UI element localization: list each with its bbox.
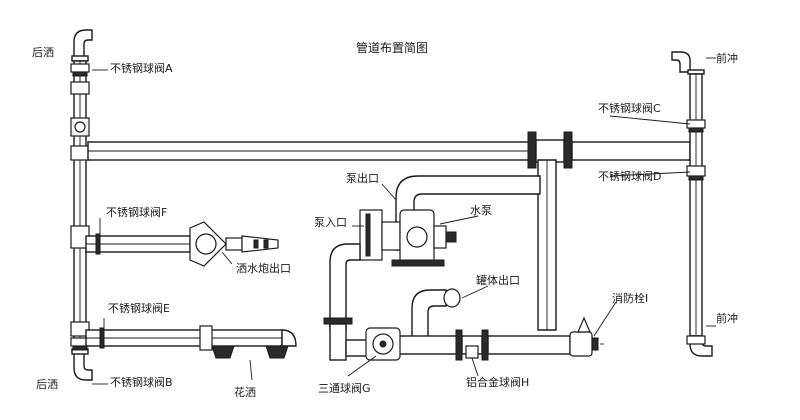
label-cannon-outlet: 洒水炮出口 xyxy=(236,261,291,275)
spray-branch-pipe xyxy=(85,325,297,351)
label-rear-top: 后洒 xyxy=(32,46,54,59)
label-rear-bottom: 后洒 xyxy=(36,378,58,391)
main-horizontal-pipe xyxy=(87,131,691,169)
valve-h-symbol xyxy=(465,345,479,359)
pump-inlet-pipe xyxy=(323,243,361,361)
flower-spray-nozzles xyxy=(211,345,289,359)
front-bottom-fitting xyxy=(686,335,706,345)
label-valve-f: 不锈钢球阀F xyxy=(106,205,167,219)
water-pump xyxy=(359,209,457,267)
left-riser-fittings xyxy=(70,81,90,337)
label-valve-e: 不锈钢球阀E xyxy=(108,301,170,315)
right-riser-pipe xyxy=(671,51,713,357)
label-flower-spray: 花洒 xyxy=(234,386,256,399)
label-pump: 水泵 xyxy=(470,204,492,217)
tank-outlet-pipe xyxy=(411,288,461,343)
drop-pipe xyxy=(537,159,557,331)
hydrant-i-symbol xyxy=(569,316,604,357)
label-valve-c: 不锈钢球阀C xyxy=(598,101,661,115)
label-valve-g: 三通球阀G xyxy=(318,381,371,395)
label-valve-d: 不锈钢球阀D xyxy=(598,169,661,183)
label-valve-h: 铝合金球阀H xyxy=(466,375,529,389)
valve-c-symbol xyxy=(686,119,706,133)
label-pump-inlet: 泵入口 xyxy=(314,216,347,229)
label-valve-a: 不锈钢球阀A xyxy=(110,61,173,75)
valve-g-symbol xyxy=(365,327,401,361)
valve-a-symbol xyxy=(70,63,90,77)
cannon-branch-pipe xyxy=(85,233,191,255)
label-pump-outlet: 泵出口 xyxy=(346,171,379,185)
label-tank-outlet: 罐体出口 xyxy=(476,273,520,287)
label-hydrant-i: 消防栓I xyxy=(612,291,648,305)
valve-d-symbol xyxy=(686,165,706,181)
leader-lines xyxy=(92,57,716,385)
water-cannon xyxy=(189,221,279,267)
label-valve-b: 不锈钢球阀B xyxy=(110,375,173,389)
label-front-bottom: 前冲 xyxy=(716,311,738,325)
bottom-horizontal-pipe xyxy=(345,329,571,361)
label-front-top: 前冲 xyxy=(716,51,738,65)
diagram-title: 管道布置简图 xyxy=(356,40,428,55)
